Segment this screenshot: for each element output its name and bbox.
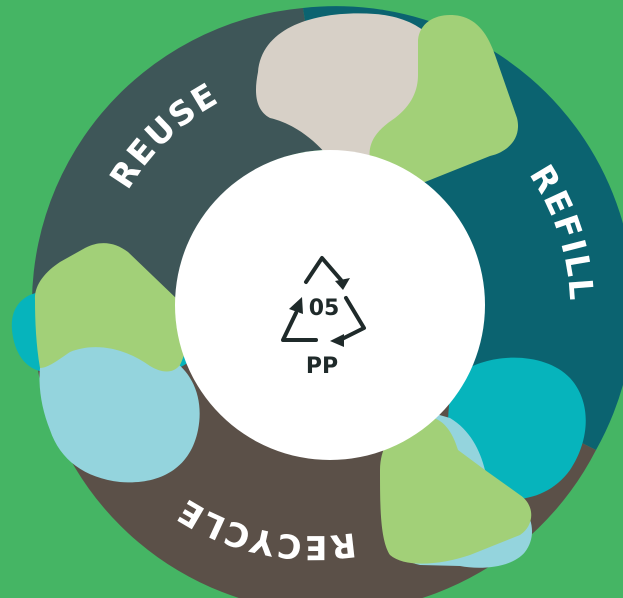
recycle-arrow-top [304,256,343,284]
recycling-triangle-icon [281,256,366,347]
recycle-arrow-left [281,311,318,342]
center-disc [175,150,485,460]
resin-code: 05 [309,296,340,321]
recycle-arrowhead-right [330,334,344,347]
decorative-blobs [11,13,586,568]
light-green-blob-left [34,243,187,372]
recycle-arrowhead-top [335,278,350,290]
light-green-blob-top [369,15,519,187]
light-blue-blob-left [39,344,200,483]
light-green-blob-right [380,416,532,564]
recycle-arrowhead-left [289,297,303,314]
material-label: PP [306,354,338,379]
recycle-arrow-right [338,296,366,342]
